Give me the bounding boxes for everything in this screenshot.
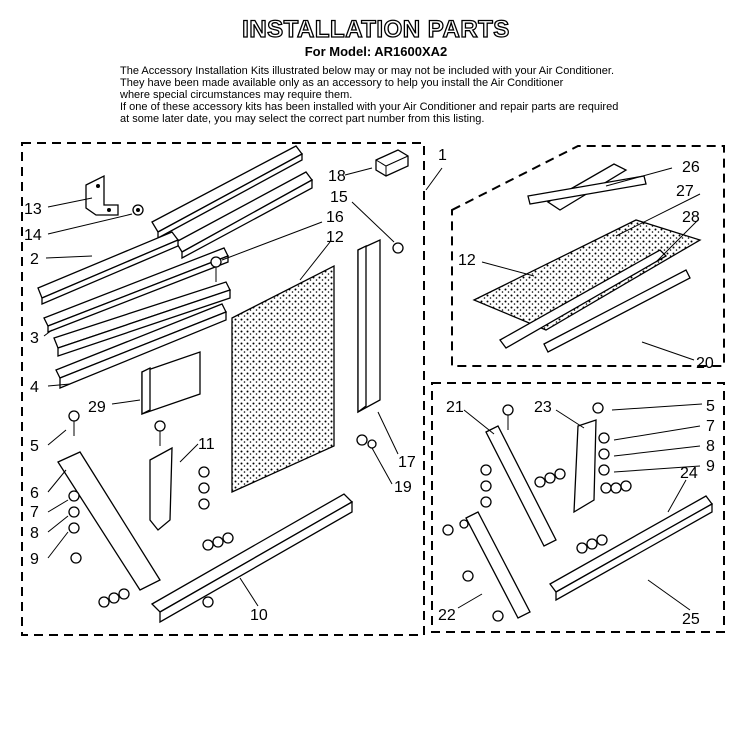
callout-4: 4 xyxy=(30,379,39,396)
callout-5-kit25: 5 xyxy=(706,398,715,415)
callout-26: 26 xyxy=(682,159,700,176)
page-title: INSTALLATION PARTS xyxy=(242,15,510,43)
block-18 xyxy=(375,149,409,177)
callout-9-kit25: 9 xyxy=(706,458,715,475)
callout-17: 17 xyxy=(398,454,416,471)
callout-16: 16 xyxy=(326,209,344,226)
channel-27-28 xyxy=(499,249,691,353)
bolt-21 xyxy=(502,404,514,430)
filler-block-29 xyxy=(141,351,201,416)
note-line: The Accessory Installation Kits illustra… xyxy=(120,65,615,77)
kit-1-boundary xyxy=(21,142,425,636)
washer-stack-11 xyxy=(198,466,234,551)
note-line: They have been made available only as an… xyxy=(120,77,564,89)
bottom-rail-24 xyxy=(549,495,713,602)
callout-2: 2 xyxy=(30,251,39,268)
support-leg-6 xyxy=(57,451,161,591)
screw-14 xyxy=(132,204,144,216)
screw-19 xyxy=(356,434,377,449)
callout-22: 22 xyxy=(438,607,456,624)
callout-8-kit25: 8 xyxy=(706,438,715,455)
callout-7: 7 xyxy=(30,504,39,521)
bolt-11 xyxy=(154,420,166,446)
callout-28: 28 xyxy=(682,209,700,226)
mounting-bracket-13 xyxy=(85,174,119,216)
angle-rail-3 xyxy=(53,281,231,357)
sill-channel-rail xyxy=(175,171,313,260)
callout-20: 20 xyxy=(696,355,714,372)
callout-27: 27 xyxy=(676,183,694,200)
leader-lines xyxy=(43,167,703,611)
callout-12: 12 xyxy=(326,229,344,246)
instructions-text: The Accessory Installation Kits illustra… xyxy=(120,65,740,125)
callout-7-kit25: 7 xyxy=(706,418,715,435)
callout-14: 14 xyxy=(24,227,42,244)
callout-12-kit20: 12 xyxy=(458,252,476,269)
callout-29: 29 xyxy=(88,399,106,416)
kit-25-boundary xyxy=(431,382,725,633)
note-line: If one of these accessory kits has been … xyxy=(120,101,619,113)
callout-3: 3 xyxy=(30,330,39,347)
callout-25: 25 xyxy=(682,611,700,628)
fasteners-5-9 xyxy=(68,410,214,608)
callout-23: 23 xyxy=(534,399,552,416)
foam-panel-12-kit20 xyxy=(472,219,702,331)
callout-5: 5 xyxy=(30,438,39,455)
top-channel-rail xyxy=(151,145,303,240)
callout-10: 10 xyxy=(250,607,268,624)
bottom-rail-10 xyxy=(150,493,354,624)
support-leg-22 xyxy=(465,511,531,619)
callout-11: 11 xyxy=(198,436,215,453)
callout-18: 18 xyxy=(328,168,346,185)
note-line: where special circumstances may require … xyxy=(120,89,353,101)
callout-19: 19 xyxy=(394,479,412,496)
support-bracket-11 xyxy=(149,446,173,531)
callout-21: 21 xyxy=(446,399,464,416)
side-rail-2b xyxy=(43,247,229,333)
callout-15: 15 xyxy=(330,189,348,206)
callout-13: 13 xyxy=(24,201,42,218)
callout-6: 6 xyxy=(30,485,39,502)
callout-1: 1 xyxy=(438,147,447,164)
side-channel-17 xyxy=(357,238,381,414)
kit-20-boundary xyxy=(451,145,725,367)
callout-9: 9 xyxy=(30,551,39,568)
screw-15 xyxy=(392,242,404,254)
side-rail-2 xyxy=(37,231,180,305)
callout-8: 8 xyxy=(30,525,39,542)
bracket-23 xyxy=(573,419,597,514)
support-leg-21 xyxy=(485,425,557,547)
callout-24: 24 xyxy=(680,465,698,482)
foam-panel-12 xyxy=(231,264,335,494)
angle-rail-4 xyxy=(55,303,227,389)
model-subtitle: For Model: AR1600XA2 xyxy=(304,44,448,59)
screw-16 xyxy=(210,256,222,282)
fasteners-kit25 xyxy=(442,402,632,622)
note-line: at some later date, you may select the c… xyxy=(120,113,485,125)
strap-26 xyxy=(527,163,647,211)
